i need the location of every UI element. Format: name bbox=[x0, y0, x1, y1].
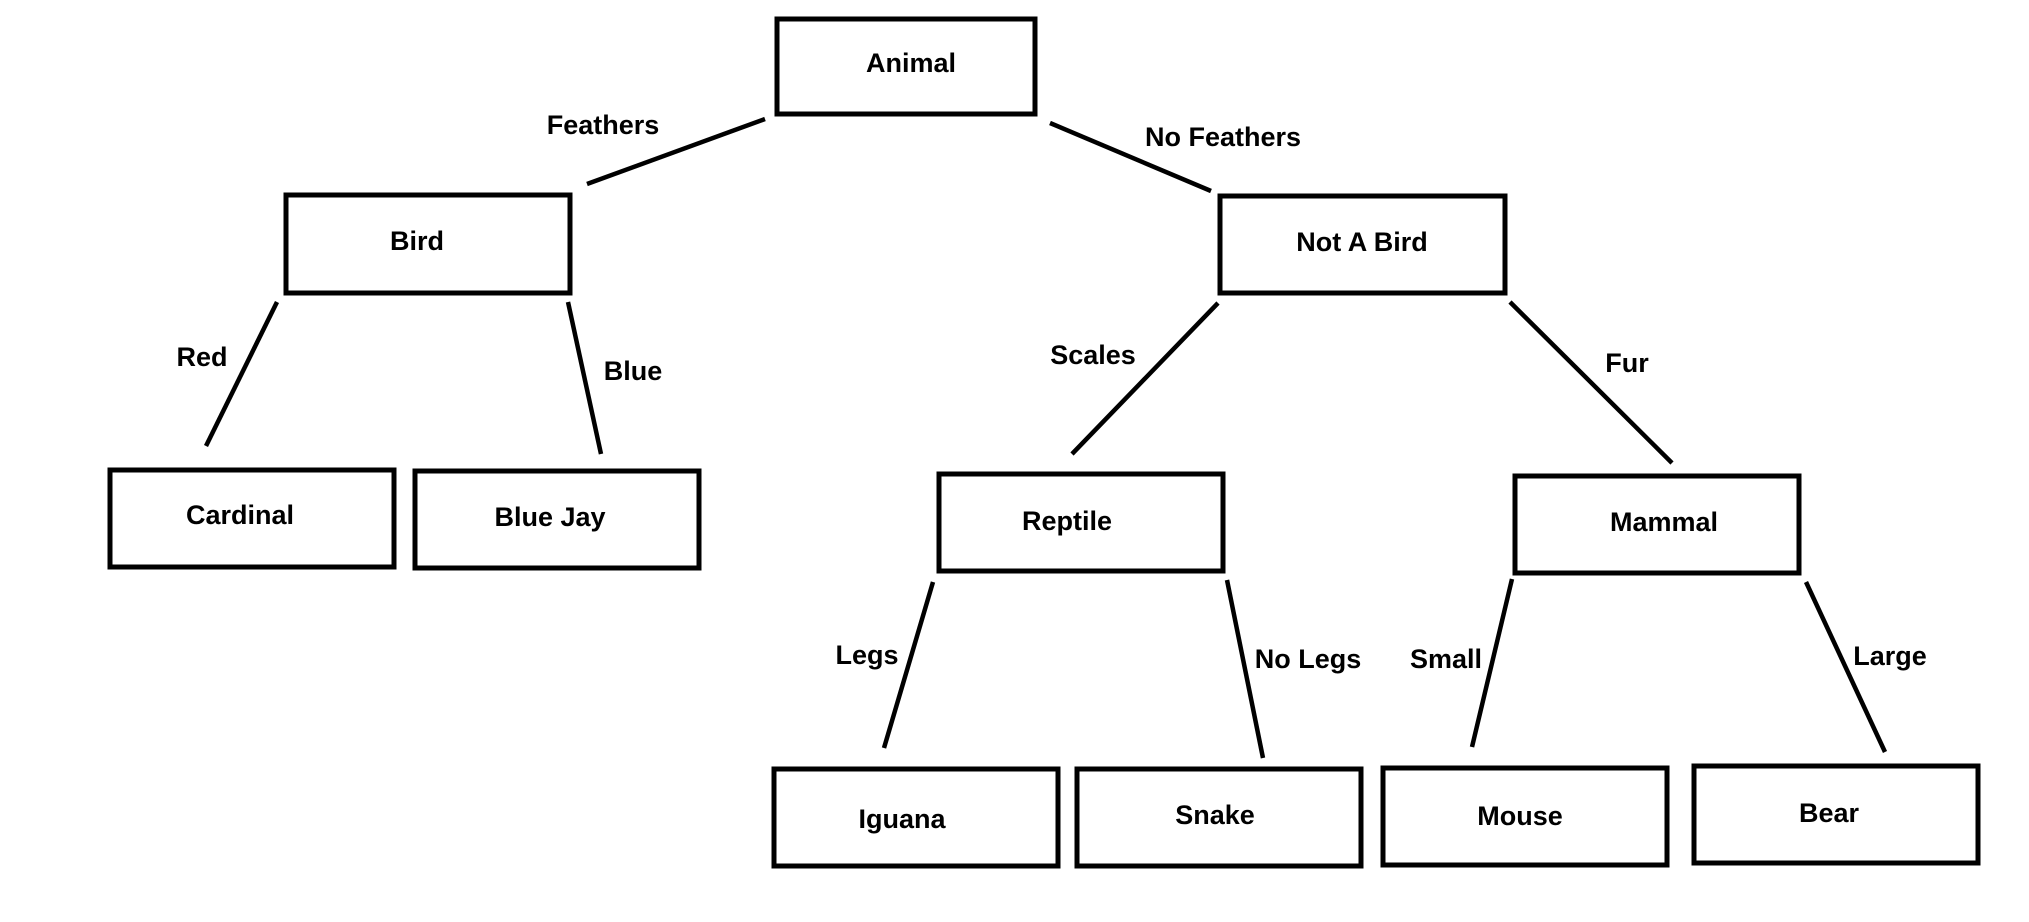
node-label: Bird bbox=[390, 226, 444, 256]
node-box bbox=[774, 16, 1038, 117]
edge-label-blue: Blue bbox=[604, 356, 663, 386]
node-animal: Animal bbox=[774, 16, 1038, 117]
node-label: Reptile bbox=[1022, 506, 1112, 536]
connector-line bbox=[1803, 581, 1888, 753]
node-box bbox=[1380, 765, 1670, 868]
edge-label-feathers: Feathers bbox=[547, 110, 660, 140]
node-box bbox=[1074, 766, 1364, 869]
node-bear: Bear bbox=[1691, 763, 1981, 866]
connector-line bbox=[586, 116, 766, 187]
node-box bbox=[412, 468, 702, 571]
node-reptile: Reptile bbox=[936, 471, 1226, 574]
node-label: Animal bbox=[866, 48, 956, 78]
edge-label-scales: Scales bbox=[1050, 340, 1136, 370]
node-label: Iguana bbox=[858, 804, 946, 834]
node-label: Mouse bbox=[1477, 801, 1563, 831]
edge-no-feathers bbox=[1049, 120, 1212, 194]
node-box bbox=[107, 467, 397, 570]
connector-line bbox=[1469, 578, 1515, 748]
node-box bbox=[1512, 473, 1802, 576]
node-snake: Snake bbox=[1074, 766, 1364, 869]
node-not-a-bird: Not A Bird bbox=[1217, 193, 1508, 296]
node-blue-jay: Blue Jay bbox=[412, 468, 702, 571]
node-label: Blue Jay bbox=[494, 502, 605, 532]
edge-red bbox=[203, 301, 280, 447]
edge-label-large: Large bbox=[1853, 641, 1927, 671]
node-iguana: Iguana bbox=[771, 766, 1061, 869]
node-box bbox=[1217, 193, 1508, 296]
edge-label-legs: Legs bbox=[835, 640, 898, 670]
node-mammal: Mammal bbox=[1512, 473, 1802, 576]
edge-label-no-legs: No Legs bbox=[1255, 644, 1362, 674]
node-label: Cardinal bbox=[186, 500, 294, 530]
edge-blue bbox=[565, 301, 604, 455]
connector-line bbox=[1508, 300, 1674, 465]
edge-no-legs bbox=[1224, 579, 1266, 759]
edge-feathers bbox=[586, 116, 766, 187]
node-bird: Bird bbox=[283, 192, 573, 296]
edge-fur bbox=[1508, 300, 1674, 465]
connector-line bbox=[881, 581, 936, 749]
connector-line bbox=[1049, 120, 1212, 194]
edge-label-no-feathers: No Feathers bbox=[1145, 122, 1301, 152]
edge-legs bbox=[881, 581, 936, 749]
connector-line bbox=[1070, 301, 1220, 456]
connector-line bbox=[565, 301, 604, 455]
edge-label-red: Red bbox=[176, 342, 227, 372]
node-label: Bear bbox=[1799, 798, 1860, 828]
connector-line bbox=[203, 301, 280, 447]
edge-label-fur: Fur bbox=[1605, 348, 1649, 378]
edge-label-small: Small bbox=[1410, 644, 1482, 674]
node-label: Mammal bbox=[1610, 507, 1718, 537]
node-box bbox=[283, 192, 573, 296]
node-box bbox=[936, 471, 1226, 574]
edge-small bbox=[1469, 578, 1515, 748]
node-box bbox=[1691, 763, 1981, 866]
node-cardinal: Cardinal bbox=[107, 467, 397, 570]
node-mouse: Mouse bbox=[1380, 765, 1670, 868]
node-box bbox=[771, 766, 1061, 869]
node-label: Not A Bird bbox=[1296, 227, 1427, 257]
node-label: Snake bbox=[1175, 800, 1255, 830]
edge-scales bbox=[1070, 301, 1220, 456]
edge-large bbox=[1803, 581, 1888, 753]
connector-line bbox=[1224, 579, 1266, 759]
